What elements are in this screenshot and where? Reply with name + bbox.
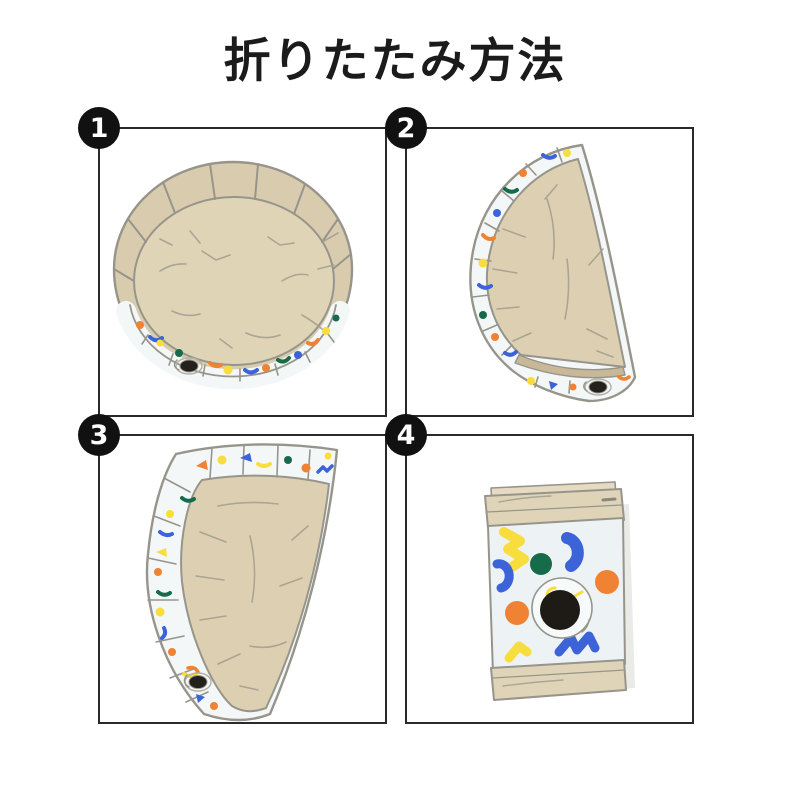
floor-edge-strip — [514, 354, 626, 379]
rim-segments — [113, 163, 352, 282]
step-3-badge: 3 — [78, 414, 120, 456]
illustration-tub-compact-folded-icon — [484, 481, 635, 701]
illustration-tub-quarter-folded-icon — [145, 443, 339, 722]
fabric-wrinkles — [492, 184, 614, 358]
drain-valve — [531, 577, 593, 639]
step-2-badge: 2 — [385, 107, 427, 149]
fabric-wrinkles — [195, 501, 309, 691]
step-2-number: 2 — [396, 112, 416, 144]
band-confetti — [154, 452, 334, 710]
floor-wrinkles — [159, 230, 339, 349]
drain-valve — [583, 378, 612, 396]
step-1-badge: 1 — [78, 107, 120, 149]
illustration-tub-open-icon — [112, 160, 354, 390]
drain-valve — [173, 357, 203, 375]
step-3-number: 3 — [89, 419, 109, 451]
page-title: 折りたたみ方法 — [223, 34, 567, 89]
band-dividers — [141, 333, 335, 382]
face-confetti — [492, 527, 619, 663]
step-panel-4: 4 — [385, 414, 694, 724]
step-panel-1: 1 — [78, 107, 387, 417]
step-4-badge: 4 — [385, 414, 427, 456]
tub-floor — [133, 196, 335, 366]
drain-valve — [183, 672, 212, 692]
band-confetti — [136, 314, 340, 375]
band-confetti — [477, 149, 631, 391]
folded-fabric — [180, 474, 330, 713]
confetti-band — [116, 301, 350, 390]
strip-wrinkles — [498, 495, 564, 687]
step-4-number: 4 — [396, 419, 416, 451]
folded-fabric — [485, 158, 626, 368]
step-panel-2: 2 — [385, 107, 694, 417]
step-panel-3: 3 — [78, 414, 387, 724]
step-1-number: 1 — [89, 112, 109, 144]
illustration-tub-half-folded-icon — [469, 143, 637, 403]
